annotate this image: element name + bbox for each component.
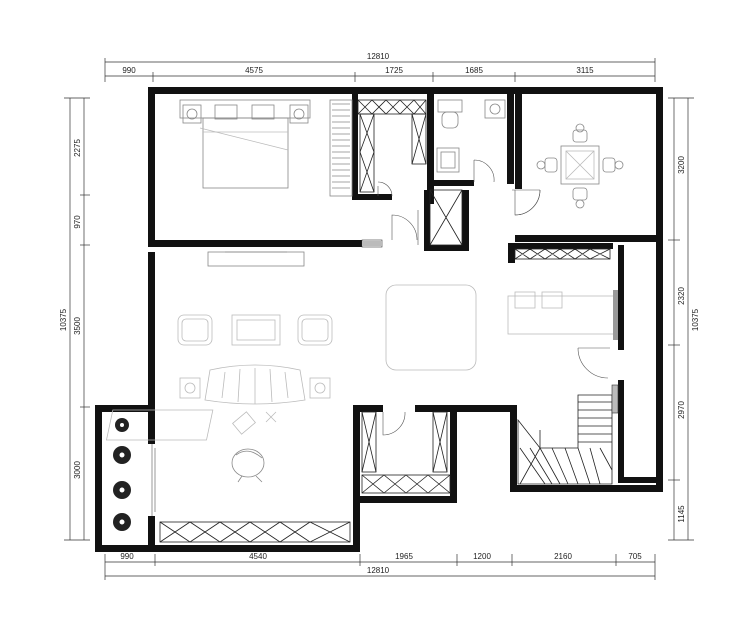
right-total-dimension: 10375: [691, 308, 700, 331]
bottom-dimension-2: 4540: [249, 552, 267, 561]
kitchen: [507, 248, 618, 379]
bedroom-shelf: [329, 99, 353, 197]
right-dimension-chain: 3200 2320 10375 2970 1145: [668, 97, 700, 541]
kitchen-partition: [613, 290, 618, 340]
dining-chair-left: [536, 157, 558, 173]
bathroom: [436, 99, 541, 216]
left-dimension-4: 3000: [73, 461, 82, 479]
tv-cabinet: [207, 251, 305, 267]
left-dimension-3: 3500: [73, 317, 82, 335]
nightstand-left: [182, 104, 202, 124]
side-table-left: [179, 377, 201, 399]
bottom-dimension-3: 1965: [395, 552, 413, 561]
pillow-left: [214, 104, 238, 120]
pillow-right: [251, 104, 275, 120]
corridor-cabinet: [391, 189, 463, 246]
left-dimension-chain: 10375 2275 970 3500 3000: [59, 97, 90, 541]
bottom-dimension-6: 705: [628, 552, 642, 561]
bottom-total-dimension: 12810: [367, 566, 390, 575]
balcony: [113, 418, 351, 543]
top-dimension-2: 4575: [245, 66, 263, 75]
right-dimension-4: 1145: [677, 505, 686, 523]
plant-1: [115, 418, 129, 432]
bed: [202, 117, 289, 189]
bar-stool-1: [514, 291, 536, 309]
lounge-chair: [231, 448, 265, 483]
top-total-dimension: 12810: [367, 52, 390, 61]
plant-3: [113, 481, 131, 499]
rug: [105, 409, 277, 441]
coffee-table-top: [231, 314, 281, 346]
left-dimension-2: 970: [73, 215, 82, 229]
plant-2: [113, 446, 131, 464]
balcony-cabinet: [159, 521, 351, 543]
toilet: [437, 99, 463, 129]
bar-stool-2: [541, 291, 563, 309]
top-dimension-chain: 12810 990 4575 1725 1685 3115: [104, 52, 656, 82]
armchair-left: [177, 314, 213, 346]
nightstand-right: [289, 104, 309, 124]
left-dimension-1: 2275: [73, 139, 82, 157]
dining-chair-right: [602, 157, 624, 173]
bottom-dimension-4: 1200: [473, 552, 491, 561]
bed-headboard: [179, 99, 311, 119]
right-dimension-2: 2320: [677, 287, 686, 305]
right-dimension-1: 3200: [677, 156, 686, 174]
walls: [95, 87, 663, 552]
top-dimension-1: 990: [122, 66, 136, 75]
top-dimension-5: 3115: [576, 66, 594, 75]
side-table-right: [309, 377, 331, 399]
staircase: [517, 384, 619, 485]
sink: [436, 147, 460, 173]
walk-in-wardrobe: [357, 99, 427, 197]
threshold: [362, 241, 382, 246]
bottom-dimension-1: 990: [120, 552, 134, 561]
bottom-dimension-5: 2160: [554, 552, 572, 561]
dining-room: [514, 123, 624, 216]
basin: [484, 99, 506, 119]
dining-table: [560, 145, 600, 185]
dining-island-table: [385, 284, 477, 371]
top-dimension-4: 1685: [465, 66, 483, 75]
dining-chair-bottom: [572, 187, 588, 209]
dining-chair-top: [572, 123, 588, 143]
plant-4: [113, 513, 131, 531]
bottom-dimension-chain: 990 4540 1965 1200 2160 705 12810: [104, 552, 656, 580]
living-room: [105, 251, 477, 483]
left-total-dimension: 10375: [59, 308, 68, 331]
armchair-right: [297, 314, 333, 346]
storage-room: [361, 411, 451, 494]
bedroom: [179, 99, 383, 248]
sofa: [204, 364, 306, 405]
right-dimension-3: 2970: [677, 401, 686, 419]
top-dimension-3: 1725: [385, 66, 403, 75]
